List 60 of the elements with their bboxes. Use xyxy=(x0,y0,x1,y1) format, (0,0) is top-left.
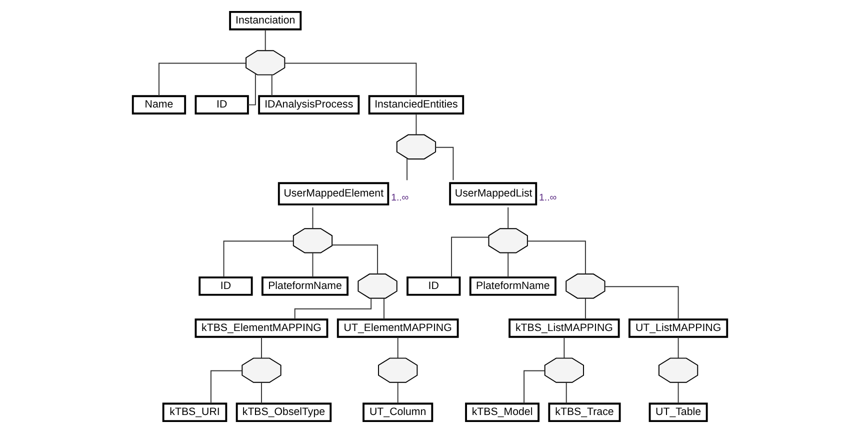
connector xyxy=(261,382,262,404)
node-octagon xyxy=(544,358,584,383)
node-box: Name xyxy=(132,95,186,114)
connector xyxy=(284,62,417,96)
connector xyxy=(564,336,565,358)
node-octagon xyxy=(242,358,282,383)
node-octagon xyxy=(378,358,418,383)
node-box: UT_Column xyxy=(362,402,434,422)
node-box: kTBS_URI xyxy=(162,402,228,422)
connector xyxy=(406,158,408,181)
connector xyxy=(435,146,454,181)
connector xyxy=(332,244,378,274)
node-box: ID xyxy=(406,276,461,296)
node-box: UT_ListMAPPING xyxy=(628,318,728,338)
connector xyxy=(451,236,490,278)
connector xyxy=(158,62,246,96)
node-box: kTBS_ListMAPPING xyxy=(508,318,620,338)
node-box: UT_ElementMAPPING xyxy=(336,318,459,338)
node-box: IDAnalysisProcess xyxy=(258,95,360,114)
node-box: ID xyxy=(194,95,249,114)
node-label: 1..∞ xyxy=(539,192,557,204)
connector xyxy=(678,382,679,404)
node-box: Instanciation xyxy=(229,11,302,30)
node-box: kTBS_ObselType xyxy=(236,402,332,422)
node-box: kTBS_Trace xyxy=(548,402,621,422)
connector xyxy=(294,298,372,320)
node-octagon xyxy=(292,228,333,254)
connector xyxy=(584,298,586,320)
node-octagon xyxy=(658,358,698,383)
node-octagon xyxy=(246,50,286,76)
node-box: InstanciedEntities xyxy=(368,95,464,114)
node-octagon xyxy=(488,228,528,254)
node-box: PlateformName xyxy=(469,276,556,296)
node-box: kTBS_ElementMAPPING xyxy=(194,318,328,338)
connector xyxy=(312,206,314,230)
node-octagon xyxy=(358,274,398,299)
node-octagon xyxy=(396,134,436,160)
node-label: 1..∞ xyxy=(391,192,409,204)
connector xyxy=(508,206,509,230)
connector xyxy=(312,252,314,278)
connector xyxy=(261,336,262,358)
connector xyxy=(416,113,417,136)
node-box: PlateformName xyxy=(261,276,349,296)
connector xyxy=(604,286,679,320)
connector xyxy=(508,252,509,278)
connector xyxy=(397,336,398,358)
connector xyxy=(397,382,398,404)
connector xyxy=(678,336,679,358)
connector xyxy=(264,29,266,51)
node-box: ID xyxy=(198,276,253,296)
connector xyxy=(524,370,546,404)
connector xyxy=(566,382,567,404)
connector xyxy=(527,240,586,274)
connector xyxy=(210,370,243,404)
node-octagon xyxy=(566,274,606,299)
connector xyxy=(223,240,294,278)
connector xyxy=(271,74,272,96)
node-box: UT_Table xyxy=(648,402,708,422)
node-box: kTBS_Model xyxy=(465,402,540,422)
connector xyxy=(248,73,256,106)
